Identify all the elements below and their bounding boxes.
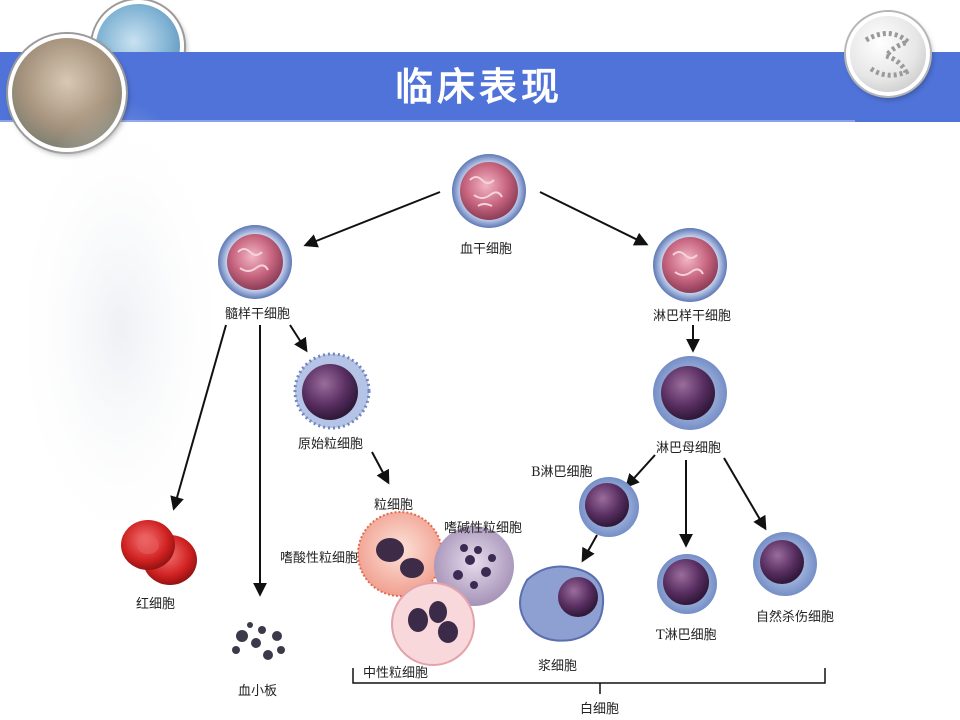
arrow-b-cell-to-plasma-cell bbox=[581, 534, 598, 563]
basophil-label: 嗜碱性粒细胞 bbox=[444, 521, 523, 536]
background-swirl bbox=[10, 100, 230, 560]
white-cell-label: 白细胞 bbox=[580, 702, 620, 717]
stem-cell-label: 血干细胞 bbox=[460, 242, 513, 257]
neutrophil-label: 中性粒细胞 bbox=[363, 666, 429, 681]
lymphoid-stem-cell-label: 淋巴样干细胞 bbox=[653, 309, 732, 324]
platelet-label: 血小板 bbox=[238, 684, 278, 699]
arrow-myeloid-to-myeloblast bbox=[289, 324, 308, 353]
arrow-stem-to-myeloid bbox=[303, 191, 441, 248]
myeloid-stem-cell-image bbox=[218, 225, 292, 299]
plasma-cell-label: 浆细胞 bbox=[538, 659, 578, 674]
arrow-lymphoblast-to-b-cell bbox=[625, 454, 656, 489]
title-banner bbox=[0, 52, 960, 122]
logo-mark-icon bbox=[864, 31, 914, 78]
red-cell-label: 红细胞 bbox=[136, 597, 176, 612]
myeloid-stem-cell-label: 髓样干细胞 bbox=[225, 307, 291, 322]
red-cell-image bbox=[121, 520, 197, 585]
lymphoblast-image bbox=[653, 356, 727, 430]
basophil-image bbox=[434, 526, 514, 606]
arrow-lymphoblast-to-nk-cell bbox=[723, 457, 767, 531]
b-lymphocyte-label: B淋巴细胞 bbox=[531, 465, 593, 480]
arrow-myeloblast-to-granulocyte bbox=[371, 451, 390, 485]
myeloblast-label: 原始粒细胞 bbox=[298, 437, 364, 452]
lymphoblast-label: 淋巴母细胞 bbox=[656, 441, 722, 456]
granulocyte-label: 粒细胞 bbox=[374, 498, 414, 513]
plasma-cell-image bbox=[519, 565, 605, 642]
lymphoid-stem-cell-image bbox=[653, 228, 727, 302]
b-lymphocyte-image bbox=[579, 477, 639, 537]
platelet-image bbox=[232, 622, 285, 660]
t-lymphocyte-image bbox=[657, 554, 717, 614]
stem-cell-image bbox=[452, 154, 526, 228]
banner-divider bbox=[0, 120, 855, 122]
neutrophil-image bbox=[391, 582, 475, 666]
page-title: 临床表现 bbox=[395, 65, 564, 109]
myeloblast-image bbox=[293, 352, 371, 430]
white-cell-bracket bbox=[352, 668, 826, 684]
nk-cell-image bbox=[753, 532, 817, 596]
t-lymphocyte-label: T淋巴细胞 bbox=[656, 628, 717, 643]
eosinophil-label: 嗜酸性粒细胞 bbox=[280, 551, 359, 566]
arrow-stem-to-lymphoid bbox=[539, 191, 649, 246]
arrow-myeloid-to-red-cell bbox=[170, 324, 227, 511]
logo-icon bbox=[846, 12, 930, 96]
nk-cell-label: 自然杀伤细胞 bbox=[756, 610, 835, 625]
